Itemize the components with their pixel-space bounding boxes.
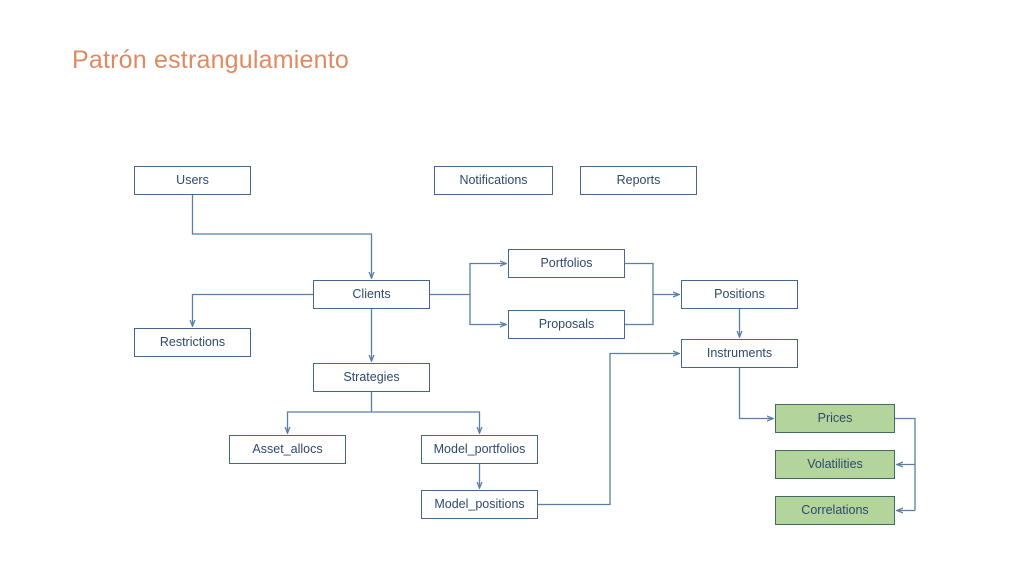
edge-users-to-clients (191, 195, 372, 278)
node-model-portfolios[interactable]: Model_portfolios (421, 435, 538, 464)
node-label: Notifications (459, 173, 528, 188)
node-label: Instruments (706, 346, 773, 361)
node-label: Restrictions (159, 335, 226, 350)
node-strategies[interactable]: Strategies (313, 363, 430, 392)
node-model-positions[interactable]: Model_positions (421, 490, 538, 519)
node-label: Portfolios (540, 256, 593, 271)
node-clients[interactable]: Clients (313, 280, 430, 309)
edge-strategies-to-asset-allocs (288, 411, 372, 433)
node-label: Reports (616, 173, 661, 188)
node-reports[interactable]: Reports (580, 166, 697, 195)
node-label: Strategies (343, 370, 400, 385)
node-instruments[interactable]: Instruments (681, 339, 798, 368)
node-correlations[interactable]: Correlations (775, 496, 895, 525)
node-label: Model_positions (434, 497, 525, 512)
node-label: Positions (714, 287, 765, 302)
edge-clients-to-proposals (469, 294, 506, 325)
node-label: Users (176, 173, 209, 188)
node-prices[interactable]: Prices (775, 404, 895, 433)
node-label: Clients (352, 287, 391, 302)
edge-instruments-to-prices (738, 368, 774, 419)
node-label: Volatilities (807, 457, 863, 472)
edge-portfolios-to-positions (625, 262, 654, 295)
node-portfolios[interactable]: Portfolios (508, 249, 625, 278)
node-asset-allocs[interactable]: Asset_allocs (229, 435, 346, 464)
page-title: Patrón estrangulamiento (72, 46, 349, 74)
node-users[interactable]: Users (134, 166, 251, 195)
node-label: Correlations (801, 503, 869, 518)
node-proposals[interactable]: Proposals (508, 310, 625, 339)
node-restrictions[interactable]: Restrictions (134, 328, 251, 357)
node-positions[interactable]: Positions (681, 280, 798, 309)
node-volatilities[interactable]: Volatilities (775, 450, 895, 479)
node-notifications[interactable]: Notifications (434, 166, 553, 195)
edge-clients-to-restrictions (193, 293, 313, 327)
edge-strategies-to-model-portfolios (371, 411, 480, 433)
node-label: Prices (817, 411, 853, 426)
node-label: Model_portfolios (433, 442, 526, 457)
edge-clients-to-portfolios (469, 264, 506, 295)
node-label: Proposals (538, 317, 595, 332)
node-label: Asset_allocs (252, 442, 323, 457)
edge-proposals-to-positions (625, 294, 654, 326)
edge-prices-trunk (895, 417, 916, 511)
edge-model-positions-to-instruments (538, 354, 679, 506)
